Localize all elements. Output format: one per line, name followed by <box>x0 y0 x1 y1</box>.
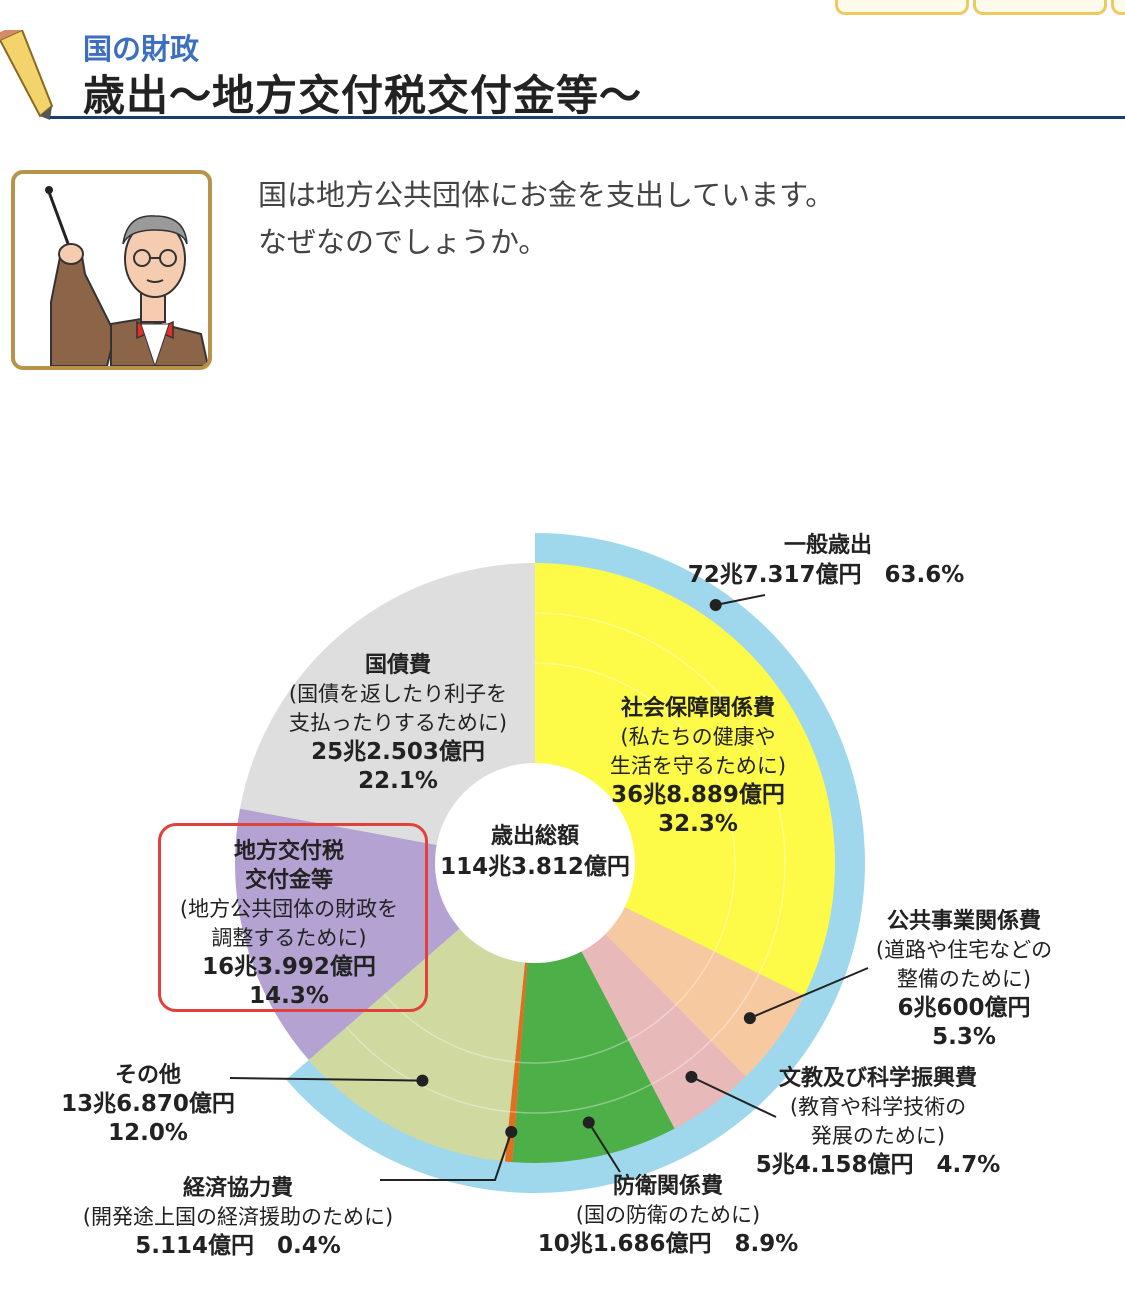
page-header: 国の財政 歳出〜地方交付税交付金等〜 <box>0 0 1125 125</box>
top-tab-3[interactable] <box>1111 0 1125 15</box>
leader-dot-keizai <box>505 1125 518 1138</box>
label-kokusai-percent: 22.1% <box>358 768 438 794</box>
guide-arc <box>345 612 786 1114</box>
label-chiho-name-2: 交付金等 <box>245 867 333 893</box>
guide-arc <box>383 662 736 1064</box>
label-sonota-amount: 13兆6.870億円 <box>61 1090 235 1117</box>
label-general-value: 72兆7.317億円 63.6% <box>688 561 965 588</box>
label-kokusai-note-1: (国債を返したり利子を <box>289 682 507 706</box>
leader-dot-boei <box>582 1116 595 1129</box>
label-kokusai-amount: 25兆2.503億円 <box>311 738 485 765</box>
teacher-avatar <box>11 170 212 370</box>
leader-keizai <box>380 1131 513 1181</box>
label-bunkyo-value: 5兆4.158億円 4.7% <box>756 1151 1001 1178</box>
center-label-title: 歳出総額 <box>491 823 579 849</box>
top-tab-2[interactable] <box>973 0 1107 15</box>
intro-text: 国は地方公共団体にお金を支出しています。 なぜなのでしょうか。 <box>258 172 834 266</box>
label-shakai-amount: 36兆8.889億円 <box>611 781 785 808</box>
label-keizai-name: 経済協力費 <box>183 1175 293 1201</box>
center-label-total: 114兆3.812億円 <box>440 853 630 880</box>
label-keizai-note-1: (開発途上国の経済援助のために) <box>83 1205 393 1229</box>
label-chiho-percent: 14.3% <box>249 983 329 1009</box>
label-boei-value: 10兆1.686億円 8.9% <box>538 1230 799 1257</box>
leader-dot-sonota <box>416 1074 429 1087</box>
leader-dot-kokyo <box>743 1012 756 1025</box>
label-general-name: 一般歳出 <box>784 532 872 558</box>
leader-lines <box>229 594 869 1181</box>
leader-dot-bunkyo <box>685 1070 698 1083</box>
label-kokyo-amount: 6兆600億円 <box>897 994 1030 1021</box>
leader-boei <box>587 1121 621 1173</box>
chiho-highlight-box <box>158 823 428 1012</box>
teacher-illustration <box>45 186 208 366</box>
label-sonota-name: その他 <box>115 1063 181 1088</box>
label-chiho-name-1: 地方交付税 <box>234 838 344 864</box>
page-title: 歳出〜地方交付税交付金等〜 <box>83 71 643 120</box>
leader-sonota <box>229 1077 423 1082</box>
leader-general <box>715 594 766 606</box>
intro-line-1: 国は地方公共団体にお金を支出しています。 <box>258 178 835 212</box>
label-bunkyo-name: 文教及び科学振興費 <box>779 1065 977 1091</box>
label-chiho-amount: 16兆3.992億円 <box>202 953 376 980</box>
donut-hole <box>435 763 635 963</box>
label-sonota-percent: 12.0% <box>108 1120 188 1146</box>
label-kokyo-name: 公共事業関係費 <box>887 908 1041 934</box>
top-tab-strip <box>775 0 1125 15</box>
label-shakai-name: 社会保障関係費 <box>621 695 775 721</box>
label-chiho-note-1: (地方公共団体の財政を <box>180 897 398 921</box>
label-kokusai-name: 国債費 <box>365 653 431 678</box>
label-kokusai-note-2: 支払ったりするために) <box>289 711 507 735</box>
label-bunkyo-note-2: 発展のために) <box>811 1124 945 1148</box>
page-category: 国の財政 <box>83 32 200 66</box>
leader-bunkyo <box>691 1075 777 1118</box>
label-keizai-value: 5.114億円 0.4% <box>135 1232 341 1259</box>
slice-kokusai <box>239 563 536 863</box>
label-kokyo-note-1: (道路や住宅などの <box>876 938 1052 962</box>
label-shakai-note-2: 生活を守るために) <box>610 754 786 778</box>
label-shakai-note-1: (私たちの健康や <box>620 725 775 749</box>
title-underline <box>50 116 1125 119</box>
label-kokyo-note-2: 整備のために) <box>897 967 1031 991</box>
expenditure-donut-chart: 歳出総額 114兆3.812億円 一般歳出 72兆7.317億円 63.6% 社会保障関… <box>61 532 1052 1259</box>
label-shakai-percent: 32.3% <box>658 811 738 837</box>
top-tab-1[interactable] <box>835 0 969 15</box>
ring-guide-lines <box>345 612 786 1114</box>
label-boei-note-1: (国の防衛のために) <box>576 1203 760 1227</box>
slice-labels: 歳出総額 114兆3.812億円 一般歳出 72兆7.317億円 63.6% 社会保障関… <box>61 532 1052 1259</box>
intro-line-2: なぜなのでしょうか。 <box>258 225 548 259</box>
label-kokyo-percent: 5.3% <box>932 1024 996 1050</box>
leader-dot-general <box>709 598 722 611</box>
pencil-icon <box>0 30 54 120</box>
leader-kokyo <box>749 967 869 1020</box>
label-boei-name: 防衛関係費 <box>613 1173 723 1199</box>
label-bunkyo-note-1: (教育や科学技術の <box>790 1095 966 1119</box>
label-chiho-note-2: 調整するために) <box>211 926 366 950</box>
